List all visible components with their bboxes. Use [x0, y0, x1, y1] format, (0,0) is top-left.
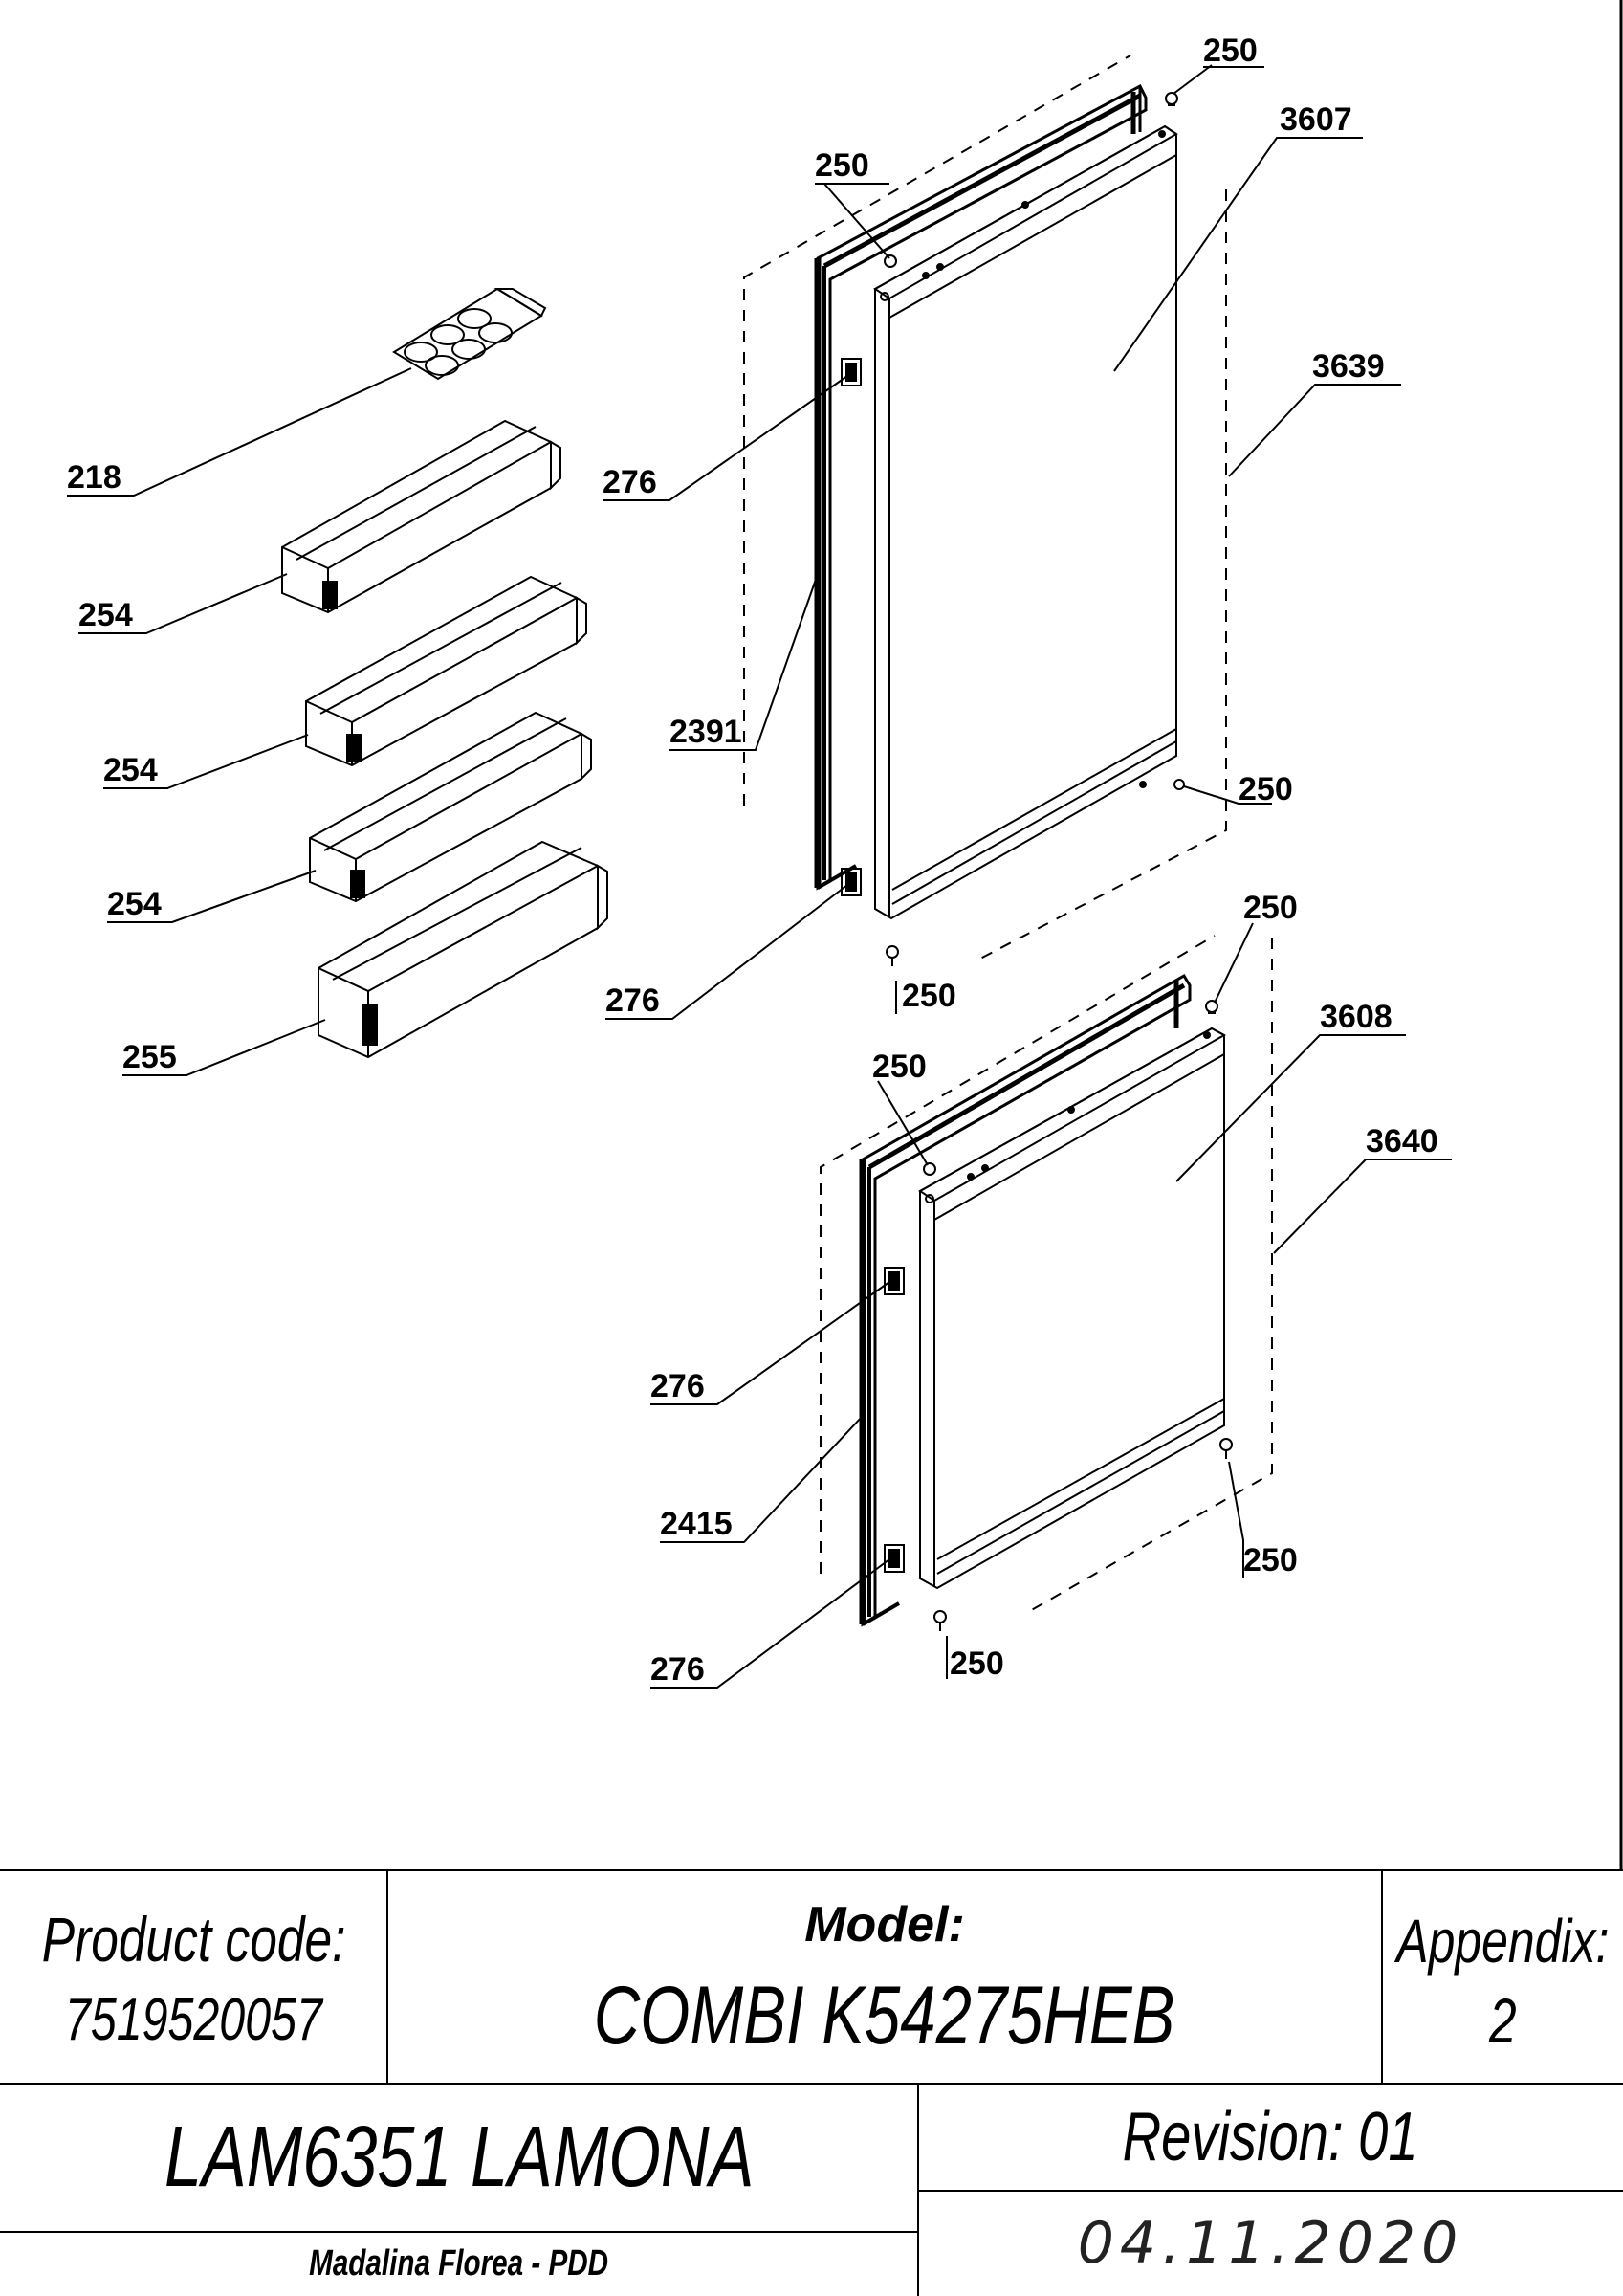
date-cell: 04.11.2020 — [918, 2191, 1623, 2296]
callout-254: 254 — [103, 752, 158, 788]
callout-250: 250 — [1203, 33, 1258, 69]
callout-3639: 3639 — [1312, 348, 1385, 385]
leader-lines — [67, 64, 1452, 1689]
upper-hinge-screws — [884, 92, 1185, 966]
door-balcony-3 — [309, 711, 592, 903]
upper-inner-panel — [873, 124, 1178, 920]
callout-underlines — [78, 66, 1452, 1689]
upper-door-gasket — [814, 83, 1148, 896]
callout-250: 250 — [902, 978, 956, 1014]
callout-276: 276 — [603, 464, 657, 500]
callout-250: 250 — [1243, 1542, 1298, 1578]
callout-3608: 3608 — [1320, 999, 1393, 1035]
appendix-value: 2 — [1488, 1984, 1517, 2056]
product-code-label: Product code: — [41, 1903, 346, 1975]
door-balcony-1 — [281, 419, 561, 614]
callout-3640: 3640 — [1366, 1123, 1438, 1159]
callout-250: 250 — [872, 1049, 927, 1085]
upper-door-outline — [743, 55, 1131, 806]
revision-value: Revision: 01 — [1122, 2099, 1419, 2175]
callout-276: 276 — [605, 982, 660, 1019]
appendix-cell: Appendix: 2 — [1382, 1870, 1623, 2084]
customer-name: LAM6351 LAMONA — [164, 2109, 755, 2205]
callout-250: 250 — [950, 1645, 1004, 1682]
egg-tray-part — [392, 287, 547, 381]
lower-door-outline-right — [1027, 938, 1273, 1613]
callout-labels: 218 254 254 254 255 276 276 276 276 2391… — [67, 33, 1438, 1688]
product-code-value: 7519520057 — [65, 1986, 322, 2053]
model-value: COMBI K54275HEB — [594, 1969, 1175, 2062]
appendix-label: Appendix: — [1395, 1906, 1610, 1976]
upper-door-outline-right — [979, 189, 1227, 960]
author-cell: Madalina Florea - PDD — [0, 2232, 918, 2296]
door-balcony-2 — [305, 575, 587, 767]
callout-255: 255 — [122, 1039, 177, 1075]
door-balcony-large — [318, 840, 608, 1059]
lower-door-outline — [820, 935, 1216, 1574]
revision-date: 04.11.2020 — [1077, 2210, 1464, 2277]
lower-hinge-screws — [923, 1000, 1233, 1631]
revision-cell: Revision: 01 — [918, 2084, 1623, 2191]
callout-250: 250 — [815, 147, 869, 184]
callout-254: 254 — [78, 597, 133, 633]
customer-cell: LAM6351 LAMONA — [0, 2084, 918, 2232]
product-code-cell: Product code: 7519520057 — [0, 1870, 387, 2084]
callout-276: 276 — [650, 1651, 705, 1688]
callout-2391: 2391 — [669, 714, 742, 750]
author-name: Madalina Florea - PDD — [309, 2243, 609, 2284]
lower-inner-panel — [918, 1027, 1227, 1590]
callout-254: 254 — [107, 886, 162, 922]
callout-2415: 2415 — [660, 1506, 733, 1542]
title-block-grid — [0, 1869, 1623, 2296]
model-cell: Model: COMBI K54275HEB — [387, 1870, 1382, 2084]
callout-3607: 3607 — [1280, 101, 1352, 138]
callout-250: 250 — [1239, 771, 1293, 807]
callout-218: 218 — [67, 459, 121, 496]
model-label: Model: — [804, 1896, 965, 1953]
lower-door-gasket — [859, 973, 1192, 1627]
callout-250: 250 — [1243, 890, 1298, 926]
callout-276: 276 — [650, 1368, 705, 1404]
